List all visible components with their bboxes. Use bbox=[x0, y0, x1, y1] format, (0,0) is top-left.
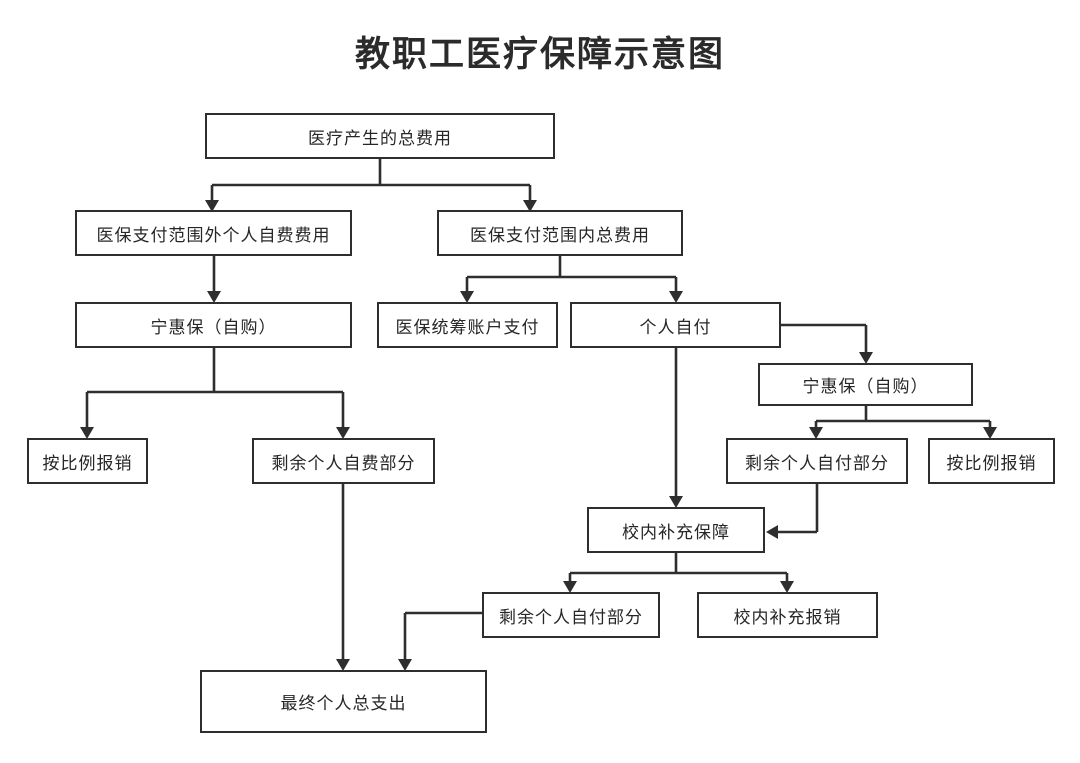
edge-self-payment-to-ninghuibao-right bbox=[781, 323, 873, 364]
edge-in-scope-split bbox=[460, 256, 683, 303]
node-proportional-left[interactable]: 按比例报销 bbox=[27, 438, 148, 484]
node-total-cost[interactable]: 医疗产生的总费用 bbox=[205, 113, 555, 159]
node-ninghuibao-right[interactable]: 宁惠保（自购） bbox=[758, 363, 973, 406]
edge-ninghuibao-left-split bbox=[80, 348, 350, 439]
node-ninghuibao-left[interactable]: 宁惠保（自购） bbox=[75, 302, 352, 348]
node-remaining-self-cost[interactable]: 剩余个人自费部分 bbox=[252, 438, 435, 484]
edge-remaining-self-pay-to-campus-supplement bbox=[766, 484, 819, 539]
edge-remaining-self-cost-to-final bbox=[336, 484, 350, 671]
edge-self-payment-to-campus-supplement bbox=[669, 348, 683, 508]
node-remaining-self-pay-up[interactable]: 剩余个人自付部分 bbox=[726, 438, 908, 484]
page-title: 教职工医疗保障示意图 bbox=[354, 35, 725, 75]
edge-out-of-scope-to-ninghuibao bbox=[207, 256, 221, 303]
node-campus-supplement[interactable]: 校内补充保障 bbox=[587, 507, 765, 553]
node-remaining-self-pay-dn[interactable]: 剩余个人自付部分 bbox=[482, 592, 660, 638]
edge-remaining-self-pay-dn-to-final bbox=[398, 611, 482, 671]
node-proportional-right[interactable]: 按比例报销 bbox=[928, 438, 1055, 484]
node-final-total[interactable]: 最终个人总支出 bbox=[200, 670, 487, 733]
node-self-payment[interactable]: 个人自付 bbox=[570, 302, 781, 348]
node-out-of-scope[interactable]: 医保支付范围外个人自费费用 bbox=[75, 210, 352, 256]
edge-ninghuibao-right-split bbox=[809, 406, 997, 439]
edge-campus-supplement-split bbox=[563, 553, 794, 593]
edge-total-cost-split bbox=[205, 159, 537, 212]
node-campus-reimburse[interactable]: 校内补充报销 bbox=[697, 592, 878, 638]
node-pooled-account[interactable]: 医保统筹账户支付 bbox=[377, 302, 558, 348]
node-in-scope[interactable]: 医保支付范围内总费用 bbox=[437, 210, 683, 256]
